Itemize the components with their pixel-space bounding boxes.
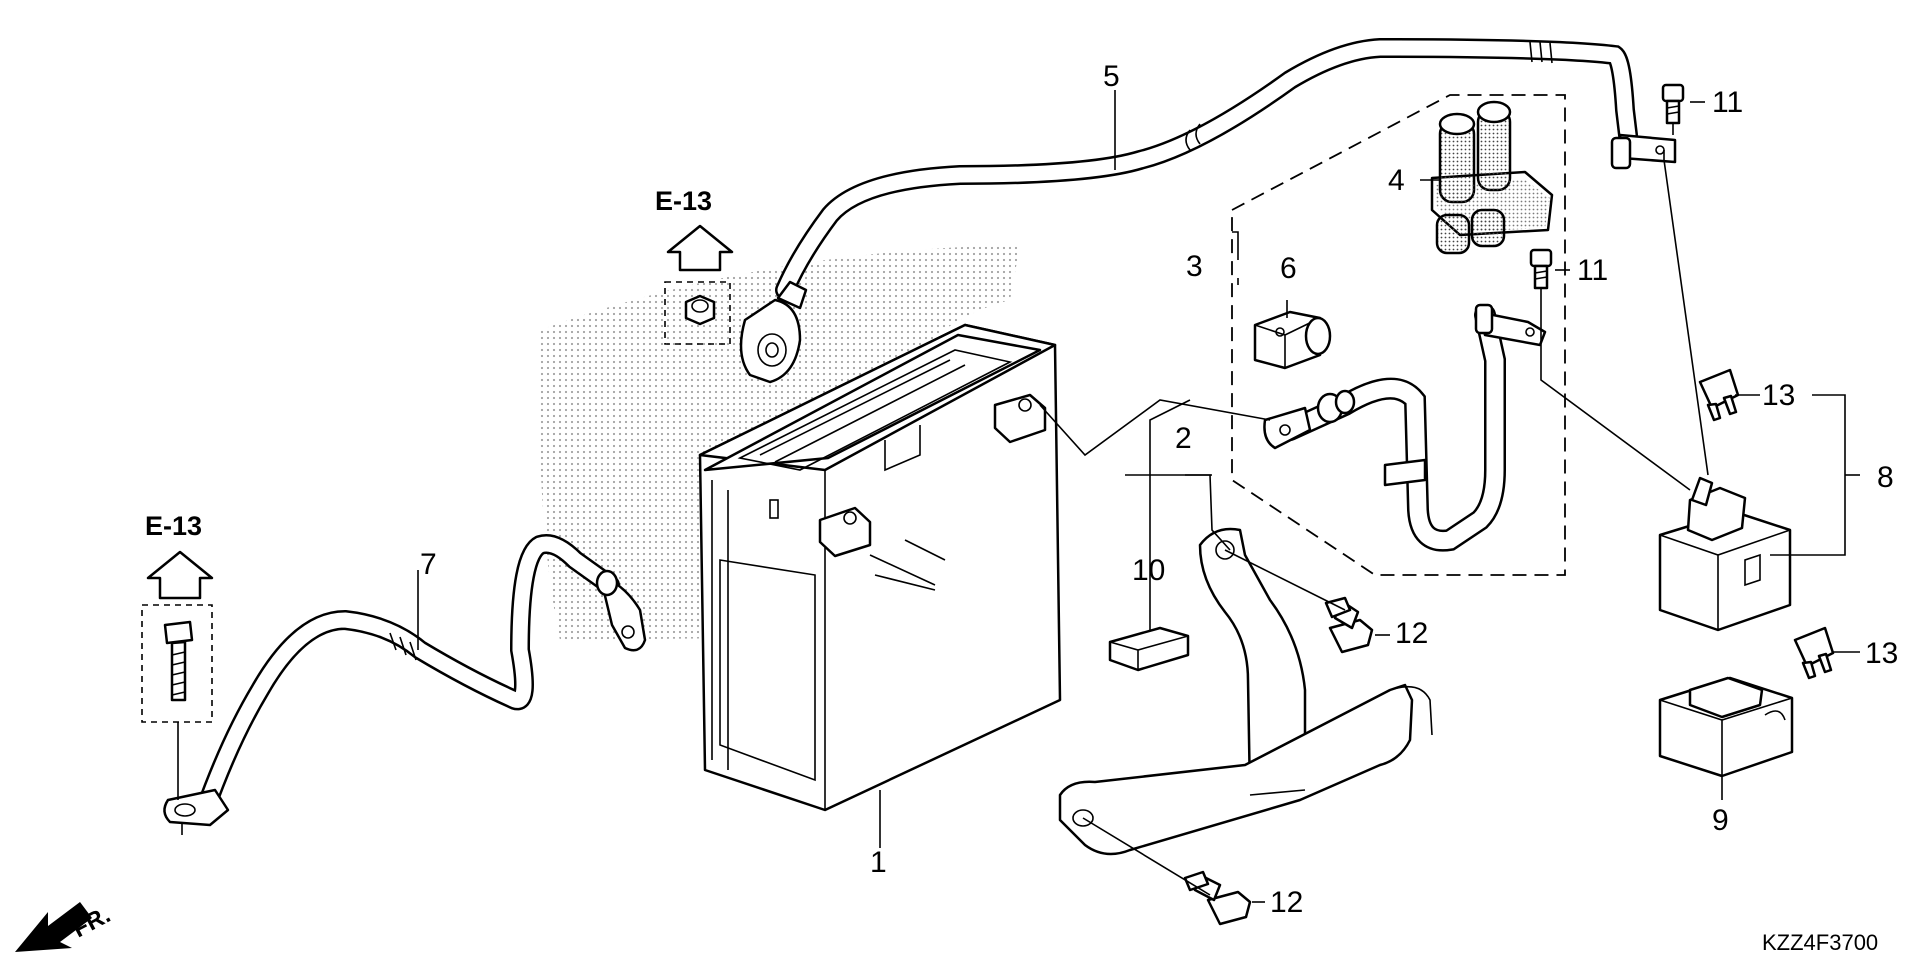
reference-e13-left: E-13	[141, 511, 214, 800]
nut-icon	[684, 294, 716, 326]
relay-holder	[1658, 676, 1794, 778]
front-arrow-icon	[15, 902, 92, 952]
front-direction-indicator: FR.	[15, 901, 115, 952]
callout-11-top: 11	[1712, 86, 1743, 119]
callout-10: 10	[1132, 554, 1165, 587]
callout-13-upper: 13	[1762, 379, 1795, 412]
bolt-icon	[163, 620, 194, 702]
callout-6: 6	[1280, 252, 1297, 285]
up-arrow-icon	[146, 550, 214, 600]
callout-4: 4	[1388, 164, 1405, 197]
battery-bracket	[1058, 527, 1433, 856]
callout-13-lower: 13	[1865, 637, 1898, 670]
assembly-outline-3	[1231, 94, 1566, 576]
callout-numbers: 1 2 3 4 5 6 7 8 9 10 11 11 12 12 13 13	[420, 60, 1898, 919]
battery-terminal-positive	[993, 393, 1047, 444]
bolt-12-lower	[1183, 870, 1252, 926]
callout-12-lower: 12	[1270, 886, 1303, 919]
reference-e13-top: E-13	[655, 186, 734, 345]
callout-9: 9	[1712, 804, 1729, 837]
callout-2: 2	[1175, 422, 1192, 455]
callout-11-middle: 11	[1577, 254, 1608, 287]
callout-8: 8	[1877, 461, 1894, 494]
callout-12-upper: 12	[1395, 617, 1428, 650]
leader-lines	[417, 90, 1860, 903]
callout-3: 3	[1186, 250, 1203, 283]
starter-cable	[1263, 303, 1547, 552]
terminal-cap	[1253, 310, 1332, 370]
bolt-11-middle	[1529, 248, 1553, 290]
reference-label: E-13	[655, 186, 712, 216]
starter-relay	[1658, 476, 1792, 632]
reference-label: E-13	[145, 511, 202, 541]
battery	[698, 323, 1062, 812]
rubber-pad	[1108, 626, 1190, 672]
negative-cable	[163, 534, 647, 835]
fuse-lower	[1793, 626, 1835, 680]
bolt-12-upper	[1324, 596, 1374, 654]
callout-7: 7	[420, 548, 437, 581]
bolt-11-top	[1661, 83, 1685, 125]
positive-cable	[739, 37, 1677, 384]
terminal-cover	[1430, 100, 1554, 255]
callout-1: 1	[870, 846, 887, 879]
drawing-code: KZZ4F3700	[1762, 930, 1878, 955]
up-arrow-icon	[666, 224, 734, 272]
callout-5: 5	[1103, 60, 1120, 93]
battery-terminal-negative	[818, 506, 872, 558]
fuse-upper	[1698, 368, 1740, 422]
